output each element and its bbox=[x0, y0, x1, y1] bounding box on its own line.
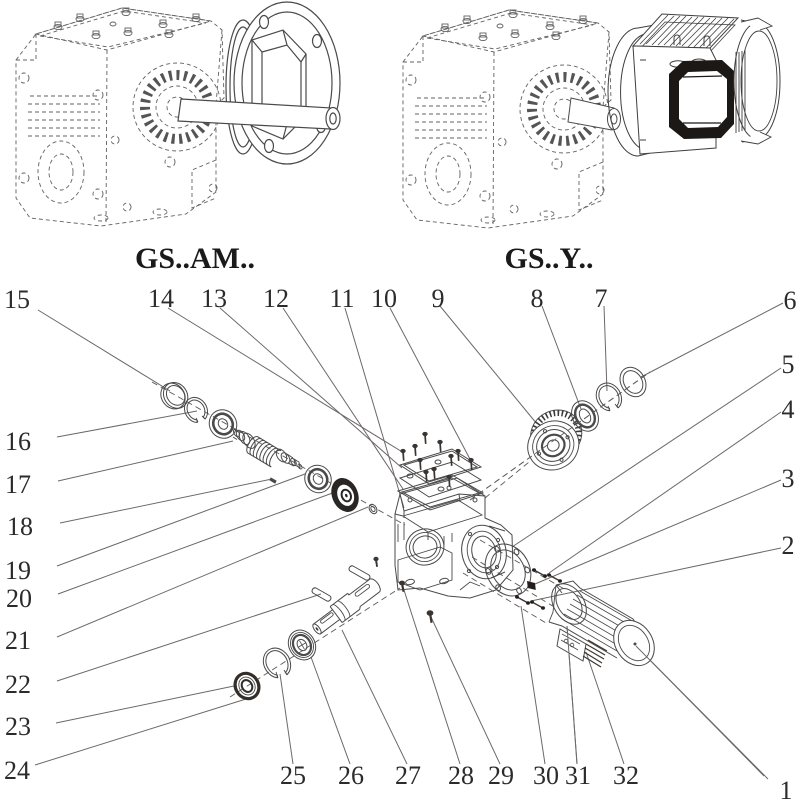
svg-text:26: 26 bbox=[338, 761, 364, 790]
svg-text:7: 7 bbox=[595, 284, 608, 313]
svg-text:GS..AM..: GS..AM.. bbox=[135, 242, 255, 275]
svg-text:32: 32 bbox=[613, 761, 639, 790]
svg-text:21: 21 bbox=[5, 626, 31, 655]
svg-text:28: 28 bbox=[448, 761, 474, 790]
svg-text:6: 6 bbox=[784, 286, 797, 315]
svg-text:24: 24 bbox=[4, 756, 30, 785]
svg-text:20: 20 bbox=[6, 584, 32, 613]
svg-text:27: 27 bbox=[395, 761, 421, 790]
svg-text:11: 11 bbox=[329, 284, 354, 313]
svg-text:3: 3 bbox=[782, 464, 795, 493]
svg-text:10: 10 bbox=[371, 284, 397, 313]
svg-text:25: 25 bbox=[280, 761, 306, 790]
svg-text:19: 19 bbox=[5, 556, 31, 585]
svg-text:13: 13 bbox=[201, 284, 227, 313]
svg-text:12: 12 bbox=[263, 284, 289, 313]
svg-text:17: 17 bbox=[5, 470, 31, 499]
svg-text:9: 9 bbox=[432, 284, 445, 313]
svg-text:18: 18 bbox=[7, 512, 33, 541]
svg-text:4: 4 bbox=[782, 395, 795, 424]
svg-text:1: 1 bbox=[780, 776, 793, 800]
svg-text:30: 30 bbox=[533, 761, 559, 790]
svg-text:15: 15 bbox=[4, 285, 30, 314]
svg-text:5: 5 bbox=[782, 350, 795, 379]
svg-text:GS..Y..: GS..Y.. bbox=[505, 242, 594, 275]
svg-text:23: 23 bbox=[5, 712, 31, 741]
svg-text:14: 14 bbox=[148, 284, 174, 313]
svg-text:16: 16 bbox=[5, 427, 31, 456]
svg-text:29: 29 bbox=[488, 761, 514, 790]
svg-text:2: 2 bbox=[782, 531, 795, 560]
svg-text:8: 8 bbox=[531, 284, 544, 313]
svg-text:31: 31 bbox=[565, 761, 591, 790]
svg-text:22: 22 bbox=[5, 670, 31, 699]
